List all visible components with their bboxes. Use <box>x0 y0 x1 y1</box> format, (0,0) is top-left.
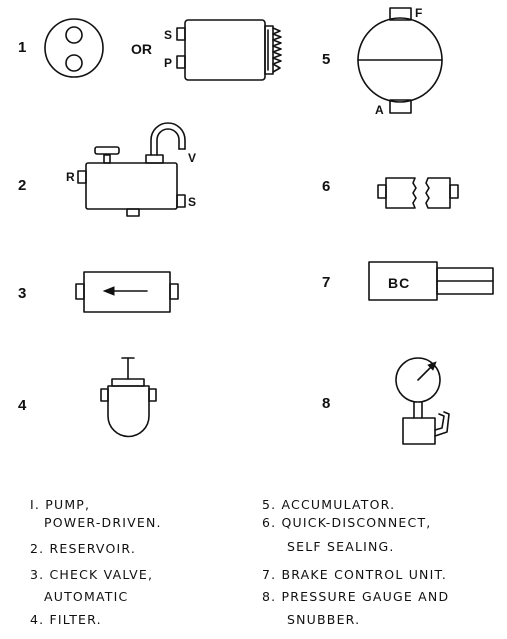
brake-control-label: BC <box>388 275 410 291</box>
accumulator-symbol <box>357 7 443 114</box>
item-number-6: 6 <box>322 178 330 195</box>
item-number-4: 4 <box>18 397 27 414</box>
accumulator-port-a-label: A <box>375 103 384 117</box>
item-number-3: 3 <box>18 285 26 302</box>
brake-control-unit-symbol <box>368 261 494 301</box>
pump-port-s-label: S <box>164 28 172 42</box>
item-number-5: 5 <box>322 51 330 68</box>
pump-box-symbol <box>176 19 282 81</box>
legend-item-6-line-1: 6. QUICK-DISCONNECT, <box>262 515 432 530</box>
check-valve-symbol <box>75 271 179 313</box>
or-label: OR <box>131 41 152 57</box>
item-number-7: 7 <box>322 274 330 291</box>
item-number-2: 2 <box>18 177 26 194</box>
filter-symbol <box>100 357 157 438</box>
quick-disconnect-symbol <box>377 177 459 209</box>
flow-arrow-icon <box>102 286 115 296</box>
legend-item-8-line-1: 8. PRESSURE GAUGE AND <box>262 589 450 604</box>
pump-port-p-label: P <box>164 56 172 70</box>
legend-item-6-line-2: SELF SEALING. <box>287 539 395 554</box>
pump-circle-symbol <box>44 18 104 78</box>
reservoir-port-v-label: V <box>188 151 196 165</box>
reservoir-port-r-label: R <box>66 170 75 184</box>
legend-item-3-line-1: 3. CHECK VALVE, <box>30 567 154 582</box>
reservoir-symbol <box>77 122 186 217</box>
legend-item-3-line-2: AUTOMATIC <box>44 589 129 604</box>
gauge-needle-icon <box>427 361 437 371</box>
reservoir-port-s-label: S <box>188 195 196 209</box>
item-number-8: 8 <box>322 395 330 412</box>
legend-item-7: 7. BRAKE CONTROL UNIT. <box>262 567 447 582</box>
accumulator-port-f-label: F <box>415 6 422 20</box>
legend-item-5: 5. ACCUMULATOR. <box>262 497 396 512</box>
legend-item-4: 4. FILTER. <box>30 612 102 627</box>
legend-item-2: 2. RESERVOIR. <box>30 541 136 556</box>
item-number-1: 1 <box>18 39 26 56</box>
pressure-gauge-symbol <box>395 357 450 445</box>
legend-item-8-line-2: SNUBBER. <box>287 612 361 627</box>
legend-item-1-line-1: I. PUMP, <box>30 497 91 512</box>
legend-item-1-line-2: POWER-DRIVEN. <box>44 515 162 530</box>
